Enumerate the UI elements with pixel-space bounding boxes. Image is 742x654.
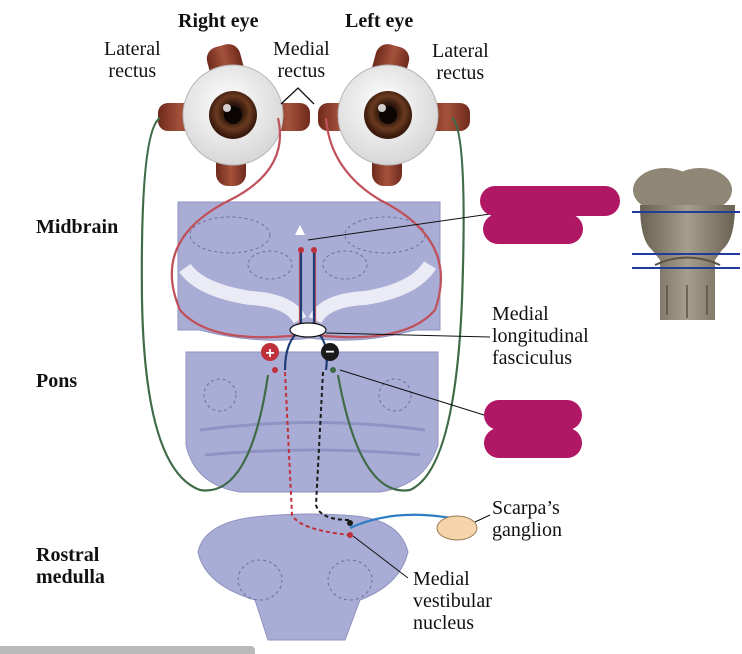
- synapse-dot: [272, 367, 278, 373]
- midbrain-pointer-line: [307, 213, 491, 241]
- scarpas-ganglion-shape: [436, 515, 478, 541]
- rostral-medulla-region-label: Rostral medulla: [36, 544, 105, 588]
- right-eye-title: Right eye: [178, 10, 259, 32]
- bottom-scroll-bar[interactable]: [0, 646, 255, 654]
- pons-region-label: Pons: [36, 370, 78, 392]
- redaction-box-pons: [484, 400, 582, 458]
- left-eyeball-illustration: [318, 44, 470, 186]
- inhibitory-sign-glyph: −: [325, 344, 334, 361]
- midbrain-section: [177, 201, 441, 341]
- synapse-dot: [347, 532, 353, 538]
- inhibitory-sign-icon: [321, 343, 339, 361]
- left-lateral-rectus-label: Lateral rectus: [432, 40, 489, 84]
- right-abducens-pathway: [140, 117, 270, 492]
- left-oculomotor-pathway: [313, 117, 443, 339]
- mlf-decussation-marker: [289, 322, 327, 338]
- mvn-pointer-line: [352, 535, 409, 579]
- synapse-dot: [298, 247, 304, 253]
- pons-pointer-line: [339, 369, 501, 421]
- redaction-box-midbrain: [480, 186, 620, 244]
- excitatory-sign-glyph: +: [265, 345, 274, 362]
- scarpas-ganglion-label: Scarpa’s ganglion: [492, 497, 562, 541]
- medial-rectus-label: Medial rectus: [273, 38, 330, 82]
- left-abducens-pathway: [336, 117, 465, 492]
- excitatory-sign-icon: [261, 343, 279, 361]
- excitatory-vestibular-pathway: [284, 371, 351, 536]
- synapse-dot: [311, 247, 317, 253]
- right-oculomotor-pathway: [170, 117, 302, 339]
- right-lateral-rectus-label: Lateral rectus: [104, 38, 161, 82]
- midbrain-region-label: Midbrain: [36, 216, 119, 238]
- medial-vestibular-nucleus-label: Medial vestibular nucleus: [413, 568, 492, 634]
- right-eyeball-illustration: [158, 44, 310, 186]
- mlf-pointer-line: [325, 332, 491, 338]
- mlf-label: Medial longitudinal fasciculus: [492, 303, 589, 369]
- ganglion-pointer-line: [474, 514, 491, 523]
- pons-section: [185, 351, 439, 493]
- synapse-dot: [330, 367, 336, 373]
- inhibitory-vestibular-pathway: [314, 371, 351, 521]
- left-eye-title: Left eye: [345, 10, 414, 32]
- rostral-medulla-section: [197, 513, 409, 641]
- brainstem-thumbnail: [633, 168, 735, 320]
- medial-rectus-bracket: [280, 87, 315, 105]
- synapse-dot: [347, 520, 353, 526]
